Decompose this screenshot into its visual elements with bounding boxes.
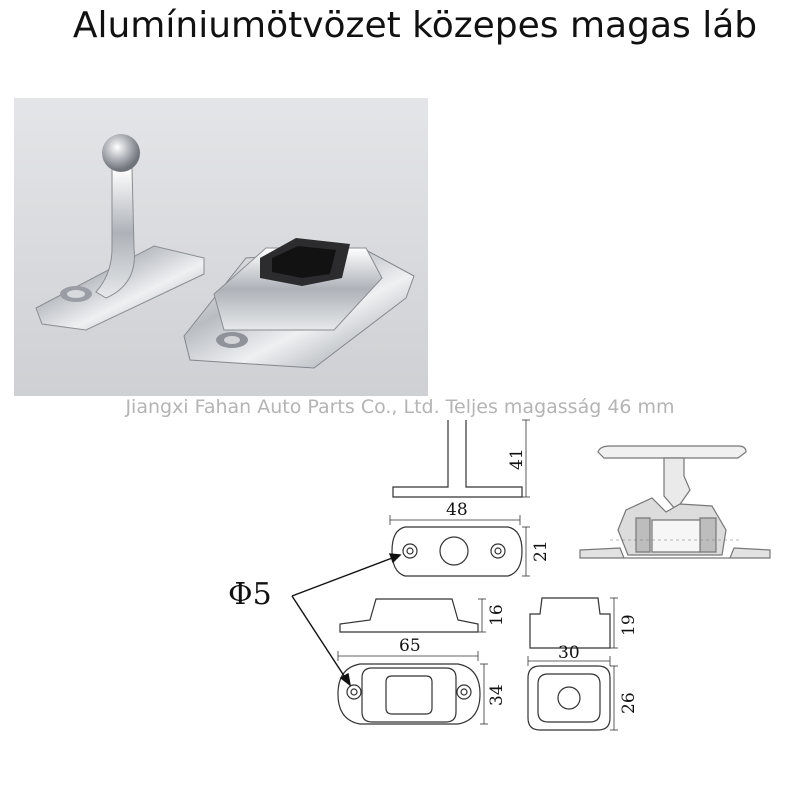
assembly-section-view <box>579 445 771 559</box>
small-part-length-label: 48 <box>446 500 468 520</box>
large-part-width-label: 34 <box>487 684 507 706</box>
large-part-side-view <box>339 598 486 633</box>
large-part-top-view <box>337 651 488 725</box>
cap-height-label: 19 <box>619 614 639 636</box>
small-part-width-label: 21 <box>531 540 551 562</box>
large-part-height-label: 16 <box>487 604 507 626</box>
technical-drawing: 41 48 21 <box>0 415 800 800</box>
watermark-text: Jiangxi Fahan Auto Parts Co., Ltd. Telje… <box>125 396 675 418</box>
hole-callout-arrows <box>291 553 402 687</box>
hole-diameter-label: Φ5 <box>228 577 272 612</box>
page-title: Alumíniumötvözet közepes magas láb <box>72 5 758 46</box>
product-photo <box>14 98 428 396</box>
cap-length-label: 30 <box>558 643 580 663</box>
small-part-height-label: 41 <box>507 448 527 470</box>
cap-side-view <box>529 597 618 649</box>
cap-top-view <box>527 656 618 731</box>
large-part-length-label: 65 <box>399 636 421 656</box>
small-part-top-view <box>389 515 530 577</box>
small-part-side-view <box>392 419 530 498</box>
cap-width-label: 26 <box>619 692 639 714</box>
